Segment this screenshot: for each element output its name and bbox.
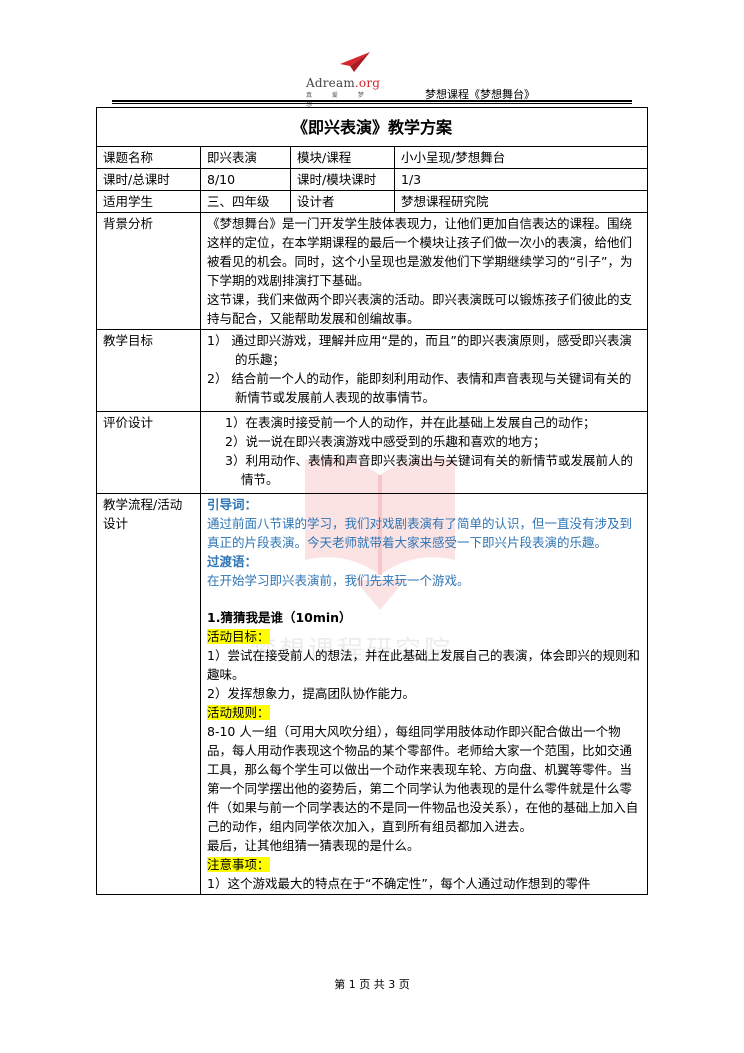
table-row: 评价设计 1）在表演时接受前一个人的动作，并在此基础上发展自己的动作； 2）说一… [96, 411, 649, 494]
evaluation-content: 1）在表演时接受前一个人的动作，并在此基础上发展自己的动作； 2）说一说在即兴表… [199, 411, 649, 494]
goal-item: 2）发挥想象力，提高团队协作能力。 [207, 686, 415, 701]
table-row: 课题名称 即兴表演 模块/课程 小小呈现/梦想舞台 [96, 146, 649, 169]
brand-tagline: 真 爱 梦 想 [306, 92, 373, 108]
table-row: 课时/总课时 8/10 课时/模块课时 1/3 [96, 168, 649, 191]
page-footer: 第 1 页 共 3 页 [334, 978, 410, 991]
students-label: 适用学生 [96, 190, 201, 213]
topic-label: 课题名称 [96, 146, 201, 169]
document-title: 《即兴表演》教学方案 [95, 107, 649, 147]
notes-paragraph: 1）这个游戏最大的特点在于“不确定性”，每个人通过动作想到的零件 [207, 876, 591, 891]
table-row: 教学目标 1） 通过即兴游戏，理解并应用“是的，而且”的即兴表演原则，感受即兴表… [96, 329, 649, 412]
header-course-title: 梦想课程《梦想舞台》 [425, 88, 535, 101]
rules-heading: 活动规则： [207, 705, 270, 720]
adream-logo: Adream.org 真 爱 梦 想 [300, 50, 390, 108]
hours-value: 8/10 [200, 168, 291, 191]
intro-heading: 引导词： [207, 497, 258, 512]
lesson-plan-table: 《即兴表演》教学方案 课题名称 即兴表演 模块/课程 小小呈现/梦想舞台 课时/… [95, 107, 649, 895]
paper-plane-icon [340, 52, 370, 72]
transition-text: 在开始学习即兴表演前，我们先来玩一个游戏。 [207, 573, 470, 588]
background-paragraph: 这节课，我们来做两个即兴表演的活动。即兴表演既可以锻炼孩子们彼此的支持与配合，又… [207, 292, 633, 326]
brand-name: Adream.org [306, 76, 381, 90]
transition-heading: 过渡语： [207, 554, 258, 569]
rules-paragraph: 最后，让其他组猜一猜表现的是什么。 [207, 838, 420, 853]
process-content: 引导词： 通过前面八节课的学习，我们对戏剧表演有了简单的认识，但一直没有涉及到真… [199, 493, 649, 895]
goal-heading: 活动目标： [207, 629, 270, 644]
table-row: 适用学生 三、四年级 设计者 梦想课程研究院 [96, 190, 649, 213]
students-value: 三、四年级 [200, 190, 291, 213]
activity-title: 1.猜猜我是谁（10min） [207, 610, 352, 625]
list-item: 3）利用动作、表情和声音即兴表演出与关键词有关的新情节或发展前人的情节。 [225, 453, 633, 487]
header-divider-thin [112, 103, 632, 104]
goal-item: 1）尝试在接受前人的想法，并在此基础上发展自己的表演，体会即兴的规则和趣味。 [207, 648, 640, 682]
goals-list: 1） 通过即兴游戏，理解并应用“是的，而且”的即兴表演原则，感受即兴表演的乐趣；… [207, 331, 641, 407]
table-row: 教学流程/活动设计 引导词： 通过前面八节课的学习，我们对戏剧表演有了简单的认识… [96, 493, 649, 895]
notes-heading: 注意事项： [207, 857, 270, 872]
table-row: 背景分析 《梦想舞台》是一门开发学生肢体表现力，让他们更加自信表达的课程。围绕这… [96, 212, 649, 330]
rules-paragraph: 8-10 人一组（可用大风吹分组），每组同学用肢体动作即兴配合做出一个物品，每人… [207, 724, 639, 834]
topic-value: 即兴表演 [200, 146, 291, 169]
hours-label: 课时/总课时 [96, 168, 201, 191]
designer-label: 设计者 [290, 190, 395, 213]
designer-value: 梦想课程研究院 [393, 190, 649, 213]
list-item: 2） 结合前一个人的动作，能即刻利用动作、表情和声音表现与关键词有关的新情节或发… [207, 371, 632, 405]
background-content: 《梦想舞台》是一门开发学生肢体表现力，让他们更加自信表达的课程。围绕这样的定位，… [199, 212, 649, 330]
module-value: 小小呈现/梦想舞台 [393, 146, 649, 169]
background-paragraph: 《梦想舞台》是一门开发学生肢体表现力，让他们更加自信表达的课程。围绕这样的定位，… [207, 216, 633, 288]
list-item: 1） 通过即兴游戏，理解并应用“是的，而且”的即兴表演原则，感受即兴表演的乐趣； [207, 333, 632, 367]
process-label: 教学流程/活动设计 [96, 493, 201, 895]
header-divider [112, 100, 632, 102]
intro-text: 通过前面八节课的学习，我们对戏剧表演有了简单的认识，但一直没有涉及到真正的片段表… [207, 516, 633, 550]
module-hours-value: 1/3 [393, 168, 649, 191]
evaluation-list: 1）在表演时接受前一个人的动作，并在此基础上发展自己的动作； 2）说一说在即兴表… [207, 413, 641, 489]
goals-label: 教学目标 [96, 329, 201, 412]
list-item: 1）在表演时接受前一个人的动作，并在此基础上发展自己的动作； [225, 415, 596, 430]
list-item: 2）说一说在即兴表演游戏中感受到的乐趣和喜欢的地方； [225, 434, 546, 449]
background-label: 背景分析 [96, 212, 201, 330]
evaluation-label: 评价设计 [96, 411, 201, 494]
module-label: 模块/课程 [290, 146, 395, 169]
module-hours-label: 课时/模块课时 [290, 168, 395, 191]
goals-content: 1） 通过即兴游戏，理解并应用“是的，而且”的即兴表演原则，感受即兴表演的乐趣；… [199, 329, 649, 412]
